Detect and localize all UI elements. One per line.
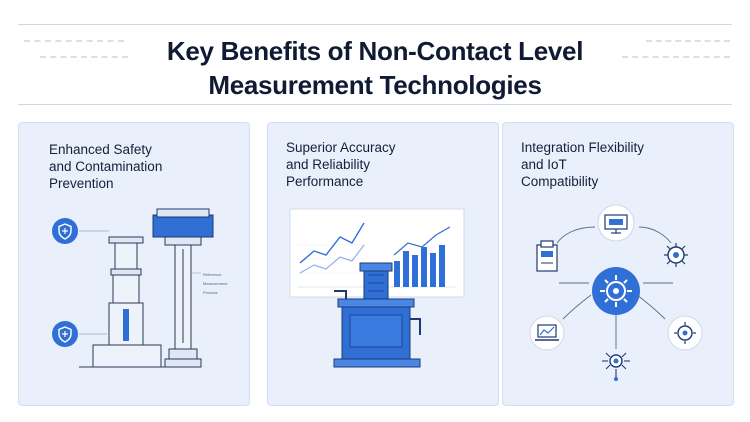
panel-accuracy-title-line-2: and Reliability [286, 157, 371, 172]
panel-accuracy-title-line-3: Performance [286, 174, 364, 189]
panel-integration: Integration Flexibility and IoT Compatib… [502, 122, 734, 406]
accuracy-illustration [289, 208, 465, 368]
panel-accuracy-title: Superior Accuracy and Reliability Perfor… [286, 139, 486, 190]
panel-integration-title-line-2: and IoT [521, 157, 567, 172]
sensor-label-reference: Reference [203, 272, 222, 277]
panel-integration-title-line-1: Integration Flexibility [521, 140, 645, 155]
panel-safety-title-line-2: and Contamination [49, 159, 163, 174]
gear-node-icon [667, 315, 703, 351]
page-title-line-1: Key Benefits of Non-Contact Level [166, 36, 584, 66]
panel-accuracy: Superior Accuracy and Reliability Perfor… [267, 122, 499, 406]
bar-chart-icon [388, 226, 456, 288]
panel-safety-title-line-3: Prevention [49, 176, 114, 191]
pump-motor-icon [333, 262, 421, 368]
laptop-chart-icon [529, 315, 565, 351]
decor-dash-right [646, 40, 730, 42]
decor-dash-top-left [24, 40, 124, 42]
sensor-node-icon [602, 352, 630, 381]
iot-network-illustration [529, 204, 703, 381]
sensor-label-process: Process [203, 290, 217, 295]
shield-icon [52, 321, 78, 347]
shield-icon [52, 218, 78, 244]
decor-line-top [18, 24, 732, 25]
monitor-icon [597, 204, 635, 242]
sensor-label-measurement: Measurement [203, 281, 228, 286]
page-title: Key Benefits of Non-Contact Level Measur… [100, 34, 650, 102]
line-chart-icon [298, 222, 366, 288]
network-node-icon [664, 243, 688, 267]
decor-dash-left [40, 56, 128, 58]
panel-accuracy-title-line-1: Superior Accuracy [286, 140, 396, 155]
decor-dash-right-2 [622, 56, 730, 58]
panel-safety-title-line-1: Enhanced Safety [49, 142, 152, 157]
page-title-line-2: Measurement Technologies [208, 70, 542, 100]
panel-safety-title: Enhanced Safety and Contamination Preven… [49, 141, 249, 192]
panel-integration-title: Integration Flexibility and IoT Compatib… [521, 139, 721, 190]
central-gear-icon [592, 267, 640, 315]
panel-safety: Enhanced Safety and Contamination Preven… [18, 122, 250, 406]
level-sensor-illustration: Reference Measurement Process [52, 208, 228, 368]
panel-integration-title-line-3: Compatibility [521, 174, 599, 189]
plc-device-icon [536, 240, 558, 272]
decor-line-mid [18, 104, 732, 105]
